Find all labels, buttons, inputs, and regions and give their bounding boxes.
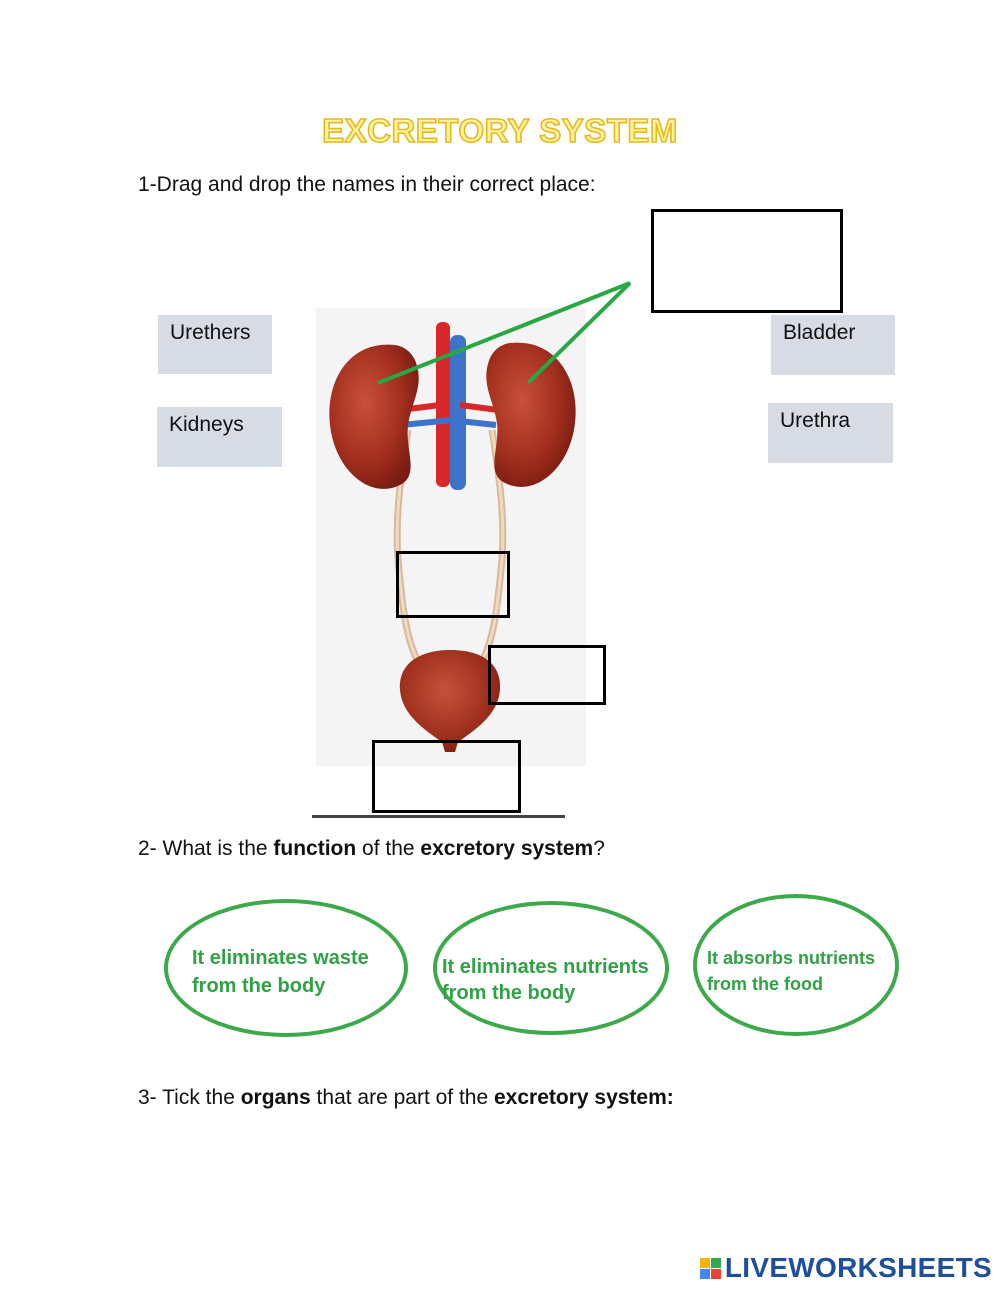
draggable-label-urethra[interactable]: Urethra <box>768 403 893 463</box>
drop-target-kidneys[interactable] <box>651 209 843 313</box>
drop-target-urethra[interactable] <box>372 740 521 813</box>
question-2: 2- What is the function of the excretory… <box>138 837 605 860</box>
question-1: 1-Drag and drop the names in their corre… <box>138 173 596 196</box>
question-3: 3- Tick the organs that are part of the … <box>138 1086 674 1109</box>
liveworksheets-logo-icon <box>699 1257 721 1279</box>
drop-target-bladder[interactable] <box>488 645 606 705</box>
draggable-label-urethers[interactable]: Urethers <box>158 315 272 374</box>
option-absorbs-nutrients[interactable]: It absorbs nutrients from the food <box>693 894 899 1036</box>
option-eliminates-waste[interactable]: It eliminates waste from the body <box>164 899 408 1037</box>
option-eliminates-nutrients[interactable]: It eliminates nutrients from the body <box>433 901 669 1035</box>
page-title: EXCRETORY SYSTEM <box>321 111 678 150</box>
drop-target-ureters[interactable] <box>396 551 510 618</box>
diagram-baseline <box>312 815 565 818</box>
draggable-label-kidneys[interactable]: Kidneys <box>157 407 282 467</box>
draggable-label-bladder[interactable]: Bladder <box>771 315 895 375</box>
liveworksheets-logo: LIVEWORKSHEETS <box>699 1252 992 1284</box>
